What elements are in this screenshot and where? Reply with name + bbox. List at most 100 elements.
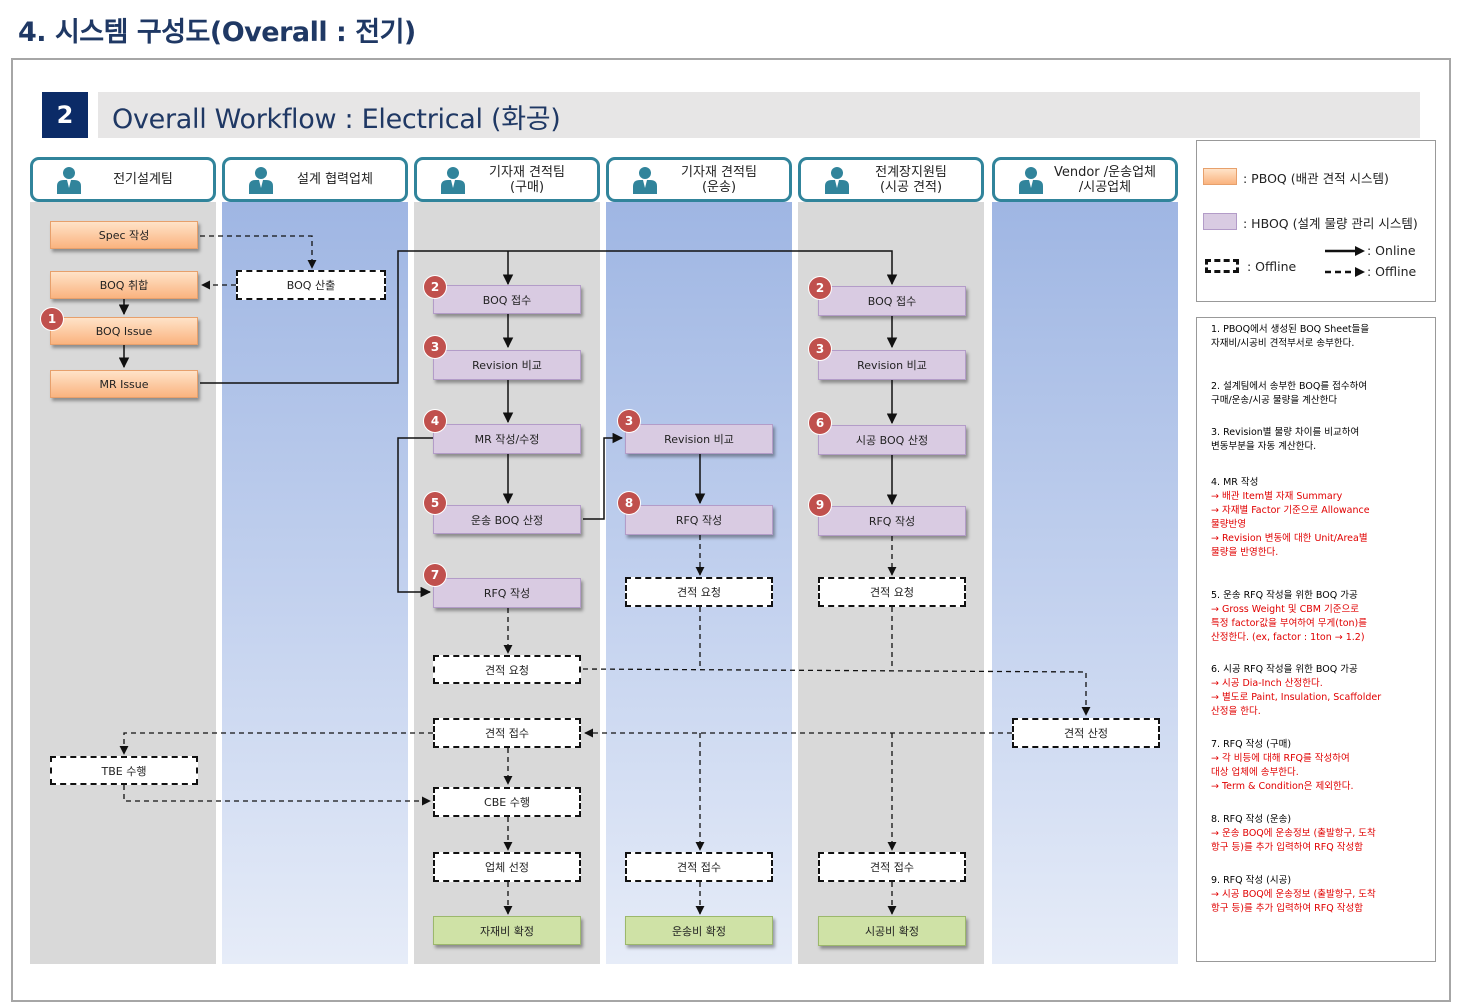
step-badge: 3: [618, 410, 640, 432]
note-line: 1. PBOQ에서 생성된 BOQ Sheet들을: [1211, 324, 1370, 335]
box-p-boq-receive: BOQ 접수: [433, 285, 581, 314]
box-c-rfq: RFQ 작성: [818, 506, 966, 536]
box-p-material-cost: 자재비 확정: [433, 916, 581, 945]
step-badge: 9: [809, 494, 831, 516]
step-badge: 7: [424, 564, 446, 586]
box-p-transport-boq: 운송 BOQ 산정: [433, 505, 581, 534]
note-line: → 자재별 Factor 기준으로 Allowance: [1211, 505, 1370, 516]
note-item-8: 8. RFQ 작성 (운송) → 운송 BOQ에 운송정보 (출발항구, 도착 …: [1211, 813, 1433, 855]
lane-label: 전계장지원팀 (시공 견적): [875, 164, 947, 195]
box-c-boq-calc: 시공 BOQ 산정: [818, 425, 966, 455]
box-t-quote-request: 견적 요청: [625, 577, 773, 607]
note-line: 자재비/시공비 견적부서로 송부한다.: [1211, 338, 1355, 349]
note-line: → Gross Weight 및 CBM 기준으로: [1211, 604, 1359, 615]
note-line: → Revision 변동에 대한 Unit/Area별: [1211, 533, 1368, 544]
note-item-7: 7. RFQ 작성 (구매) → 각 비등에 대해 RFQ를 작성하여 대상 업…: [1211, 738, 1433, 794]
note-item-6: 6. 시공 RFQ 작성을 위한 BOQ 가공 → 시공 Dia-Inch 산정…: [1211, 663, 1433, 719]
lane-header-procurement: 기자재 견적팀 (구매): [414, 157, 600, 202]
lane-label: 기자재 견적팀 (운송): [681, 164, 757, 195]
note-line: 구매/운송/시공 물량을 계산한다: [1211, 395, 1338, 406]
person-icon: [441, 166, 465, 194]
note-line: 변동부분을 자동 계산한다.: [1211, 441, 1317, 452]
legend-hboq-swatch: [1203, 213, 1237, 230]
note-line: 산정을 한다.: [1211, 706, 1261, 717]
step-badge: 8: [618, 492, 640, 514]
box-c-quote-request: 견적 요청: [818, 577, 966, 607]
box-t-rfq: RFQ 작성: [625, 505, 773, 535]
step-badge: 5: [424, 492, 446, 514]
box-spec: Spec 작성: [50, 221, 198, 249]
box-t-cost: 운송비 확정: [625, 916, 773, 945]
lane-bg-design-partner: [222, 202, 408, 964]
step-badge: 6: [809, 412, 831, 434]
note-line: → 각 비등에 대해 RFQ를 작성하여: [1211, 753, 1350, 764]
lane-bg-vendor: [992, 202, 1178, 964]
note-line: → 시공 BOQ에 운송정보 (출발항구, 도착: [1211, 889, 1376, 900]
legend-online-label: : Online: [1367, 243, 1416, 258]
box-boq-intake: BOQ 취합: [50, 271, 198, 299]
person-icon: [249, 166, 273, 194]
box-p-vendor-select: 업체 선정: [433, 852, 581, 882]
lane-label: Vendor /운송업체 /시공업체: [1053, 164, 1157, 195]
note-line: 특정 factor값을 부여하여 무게(ton)를: [1211, 618, 1368, 629]
legend-pboq-label: : PBOQ (배관 견적 시스템): [1243, 171, 1389, 186]
person-icon: [633, 166, 657, 194]
note-line: 대상 업체에 송부한다.: [1211, 767, 1299, 778]
note-item-9: 9. RFQ 작성 (시공) → 시공 BOQ에 운송정보 (출발항구, 도착 …: [1211, 874, 1433, 916]
notes-panel: 1. PBOQ에서 생성된 BOQ Sheet들을 자재비/시공비 견적부서로 …: [1196, 317, 1436, 962]
step-badge: 3: [809, 338, 831, 360]
lane-header-electrical-design: 전기설계팀: [30, 157, 216, 202]
note-line: 6. 시공 RFQ 작성을 위한 BOQ 가공: [1211, 664, 1358, 675]
box-p-mr: MR 작성/수정: [433, 424, 581, 454]
note-line: 항구 등)를 추가 입력하여 RFQ 작성함: [1211, 842, 1363, 853]
box-tbe: TBE 수행: [50, 756, 198, 785]
section-number: 2: [42, 92, 88, 138]
step-badge: 3: [424, 336, 446, 358]
box-p-revision: Revision 비교: [433, 350, 581, 380]
lane-label: 전기설계팀: [113, 172, 173, 187]
legend: : PBOQ (배관 견적 시스템) : HBOQ (설계 물량 관리 시스템)…: [1196, 140, 1436, 302]
note-line: 항구 등)를 추가 입력하여 RFQ 작성함: [1211, 903, 1363, 914]
page-title: 4. 시스템 구성도(Overall : 전기): [18, 17, 416, 48]
lane-label: 설계 협력업체: [297, 172, 373, 187]
note-line: → 배관 Item별 자재 Summary: [1211, 491, 1343, 502]
note-line: 9. RFQ 작성 (시공): [1211, 875, 1292, 886]
note-item-4: 4. MR 작성 → 배관 Item별 자재 Summary → 자재별 Fac…: [1211, 476, 1433, 560]
legend-offline-box-swatch: [1205, 259, 1239, 273]
step-badge: 2: [809, 277, 831, 299]
note-item-1: 1. PBOQ에서 생성된 BOQ Sheet들을 자재비/시공비 견적부서로 …: [1211, 323, 1433, 351]
legend-offline-box-label: : Offline: [1247, 259, 1297, 274]
diagram-frame: [11, 58, 1451, 1002]
box-boq-calc: BOQ 산출: [236, 270, 386, 300]
box-t-revision: Revision 비교: [625, 424, 773, 454]
note-line: → 운송 BOQ에 운송정보 (출발항구, 도착: [1211, 828, 1376, 839]
note-line: 7. RFQ 작성 (구매): [1211, 739, 1292, 750]
section-title-bar: [98, 92, 1420, 138]
box-p-cbe: CBE 수행: [433, 787, 581, 817]
step-badge: 2: [424, 276, 446, 298]
person-icon: [1019, 166, 1043, 194]
step-badge: 1: [41, 308, 63, 330]
lane-header-vendor: Vendor /운송업체 /시공업체: [992, 157, 1178, 202]
box-mr-issue: MR Issue: [50, 370, 198, 398]
note-line: → 시공 Dia-Inch 산정한다.: [1211, 678, 1323, 689]
box-t-quote-receive: 견적 접수: [625, 852, 773, 882]
note-line: 4. MR 작성: [1211, 477, 1259, 488]
box-v-quote: 견적 산정: [1012, 718, 1160, 748]
note-line: → Term & Condition은 제외한다.: [1211, 781, 1354, 792]
legend-online-arrow: [1325, 246, 1365, 256]
box-boq-issue: BOQ Issue: [50, 317, 198, 345]
section-title: Overall Workflow : Electrical (화공): [112, 104, 561, 135]
note-line: 산정한다. (ex, factor : 1ton → 1.2): [1211, 632, 1365, 643]
box-c-cost: 시공비 확정: [818, 916, 966, 946]
lane-header-transport: 기자재 견적팀 (운송): [606, 157, 792, 202]
lane-label: 기자재 견적팀 (구매): [489, 164, 565, 195]
legend-offline-arrow: [1325, 267, 1365, 277]
note-line: 물량을 반영한다.: [1211, 547, 1279, 558]
lane-header-design-partner: 설계 협력업체: [222, 157, 408, 202]
lane-header-construction: 전계장지원팀 (시공 견적): [798, 157, 984, 202]
box-p-quote-receive: 견적 접수: [433, 718, 581, 748]
person-icon: [825, 166, 849, 194]
note-item-5: 5. 운송 RFQ 작성을 위한 BOQ 가공 → Gross Weight 및…: [1211, 589, 1433, 645]
